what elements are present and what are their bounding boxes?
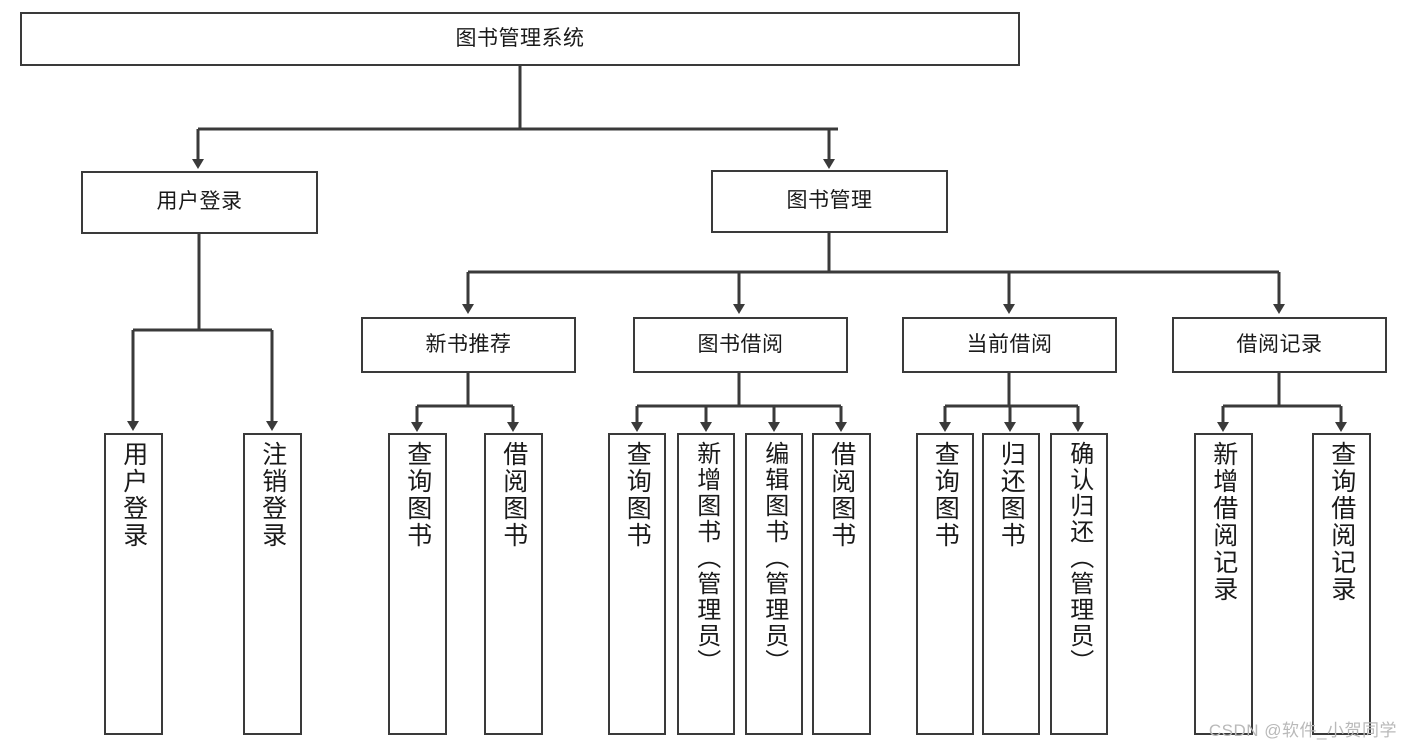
node-leaf-confirm-return-admin[interactable]: 确认归还（管理员）	[1050, 433, 1108, 735]
node-label: 查询图书	[931, 441, 960, 549]
node-new-book-recommendation[interactable]: 新书推荐	[361, 317, 576, 373]
node-label: 新书推荐	[425, 332, 512, 356]
node-label: 编辑图书（管理员）	[760, 441, 788, 675]
node-label: 借阅记录	[1236, 332, 1323, 356]
node-leaf-query-borrow-record[interactable]: 查询借阅记录	[1312, 433, 1371, 735]
node-book-management[interactable]: 图书管理	[711, 170, 948, 233]
node-label: 确认归还（管理员）	[1065, 441, 1093, 675]
node-label: 新增图书（管理员）	[692, 441, 720, 675]
node-label: 查询借阅记录	[1327, 441, 1356, 603]
node-label: 查询图书	[623, 441, 652, 549]
node-label: 注销登录	[258, 441, 287, 549]
node-label: 新增借阅记录	[1209, 441, 1238, 603]
node-label: 用户登录	[119, 441, 148, 549]
node-user-login[interactable]: 用户登录	[81, 171, 318, 234]
node-label: 借阅图书	[499, 441, 528, 549]
node-current-borrow[interactable]: 当前借阅	[902, 317, 1117, 373]
node-leaf-user-login[interactable]: 用户登录	[104, 433, 163, 735]
node-leaf-query-book-rec[interactable]: 查询图书	[388, 433, 447, 735]
node-label: 图书管理	[786, 189, 873, 213]
node-leaf-logout[interactable]: 注销登录	[243, 433, 302, 735]
node-book-borrow[interactable]: 图书借阅	[633, 317, 848, 373]
node-leaf-borrow-book-rec[interactable]: 借阅图书	[484, 433, 543, 735]
node-leaf-add-book-admin[interactable]: 新增图书（管理员）	[677, 433, 735, 735]
node-label: 当前借阅	[966, 332, 1053, 356]
node-leaf-query-book-current[interactable]: 查询图书	[916, 433, 974, 735]
node-label: 用户登录	[156, 190, 243, 214]
node-label: 借阅图书	[827, 441, 856, 549]
node-leaf-return-book[interactable]: 归还图书	[982, 433, 1040, 735]
node-label: 图书管理系统	[455, 26, 585, 50]
node-leaf-add-borrow-record[interactable]: 新增借阅记录	[1194, 433, 1253, 735]
csdn-watermark: CSDN @软件_小贺同学	[1208, 721, 1397, 740]
node-label: 图书借阅	[697, 332, 784, 356]
node-leaf-borrow-book[interactable]: 借阅图书	[812, 433, 871, 735]
node-label: 归还图书	[997, 441, 1026, 549]
node-leaf-query-book-borrow[interactable]: 查询图书	[608, 433, 666, 735]
node-label: 查询图书	[403, 441, 432, 549]
node-borrow-record[interactable]: 借阅记录	[1172, 317, 1387, 373]
node-leaf-edit-book-admin[interactable]: 编辑图书（管理员）	[745, 433, 803, 735]
node-book-management-system[interactable]: 图书管理系统	[20, 12, 1020, 66]
